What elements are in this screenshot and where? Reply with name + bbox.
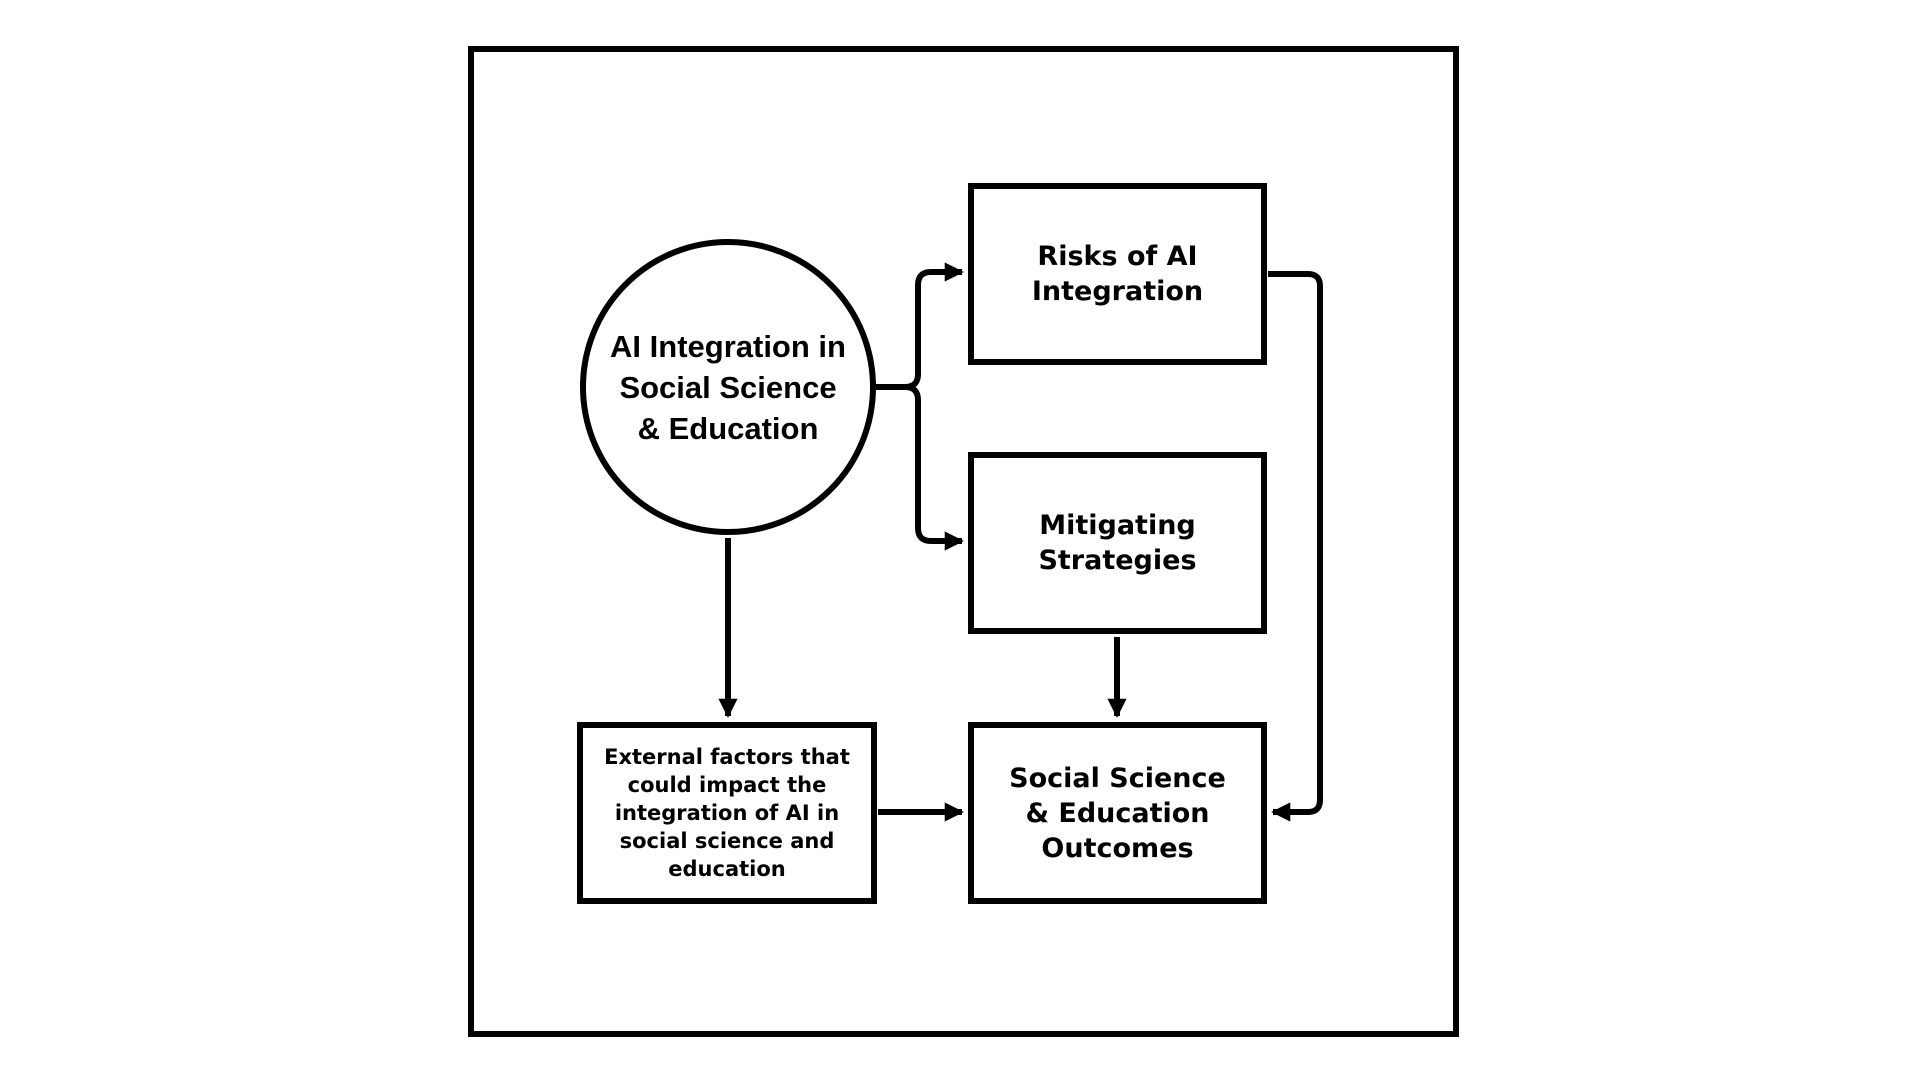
mitigating-strategies-label: Mitigating Strategies	[1038, 510, 1197, 576]
risks-node: Risks of AI Integration	[968, 183, 1267, 365]
mitigating-strategies-node: Mitigating Strategies	[968, 452, 1267, 634]
connector-risks-to-outcomes	[1268, 271, 1323, 822]
connector-ai-to-mitigating	[876, 384, 964, 551]
ai-integration-label: AI Integration in Social Science & Educa…	[610, 328, 846, 446]
connector-ai-to-risks	[876, 262, 964, 390]
outcomes-node: Social Science & Education Outcomes	[968, 722, 1267, 904]
external-factors-node: External factors that could impact the i…	[577, 722, 877, 904]
external-factors-label: External factors that could impact the i…	[604, 745, 850, 881]
outcomes-label: Social Science & Education Outcomes	[1009, 762, 1226, 864]
risks-label: Risks of AI Integration	[1031, 241, 1204, 307]
ai-integration-node: AI Integration in Social Science & Educa…	[580, 239, 876, 535]
diagram-frame	[468, 46, 1459, 1037]
